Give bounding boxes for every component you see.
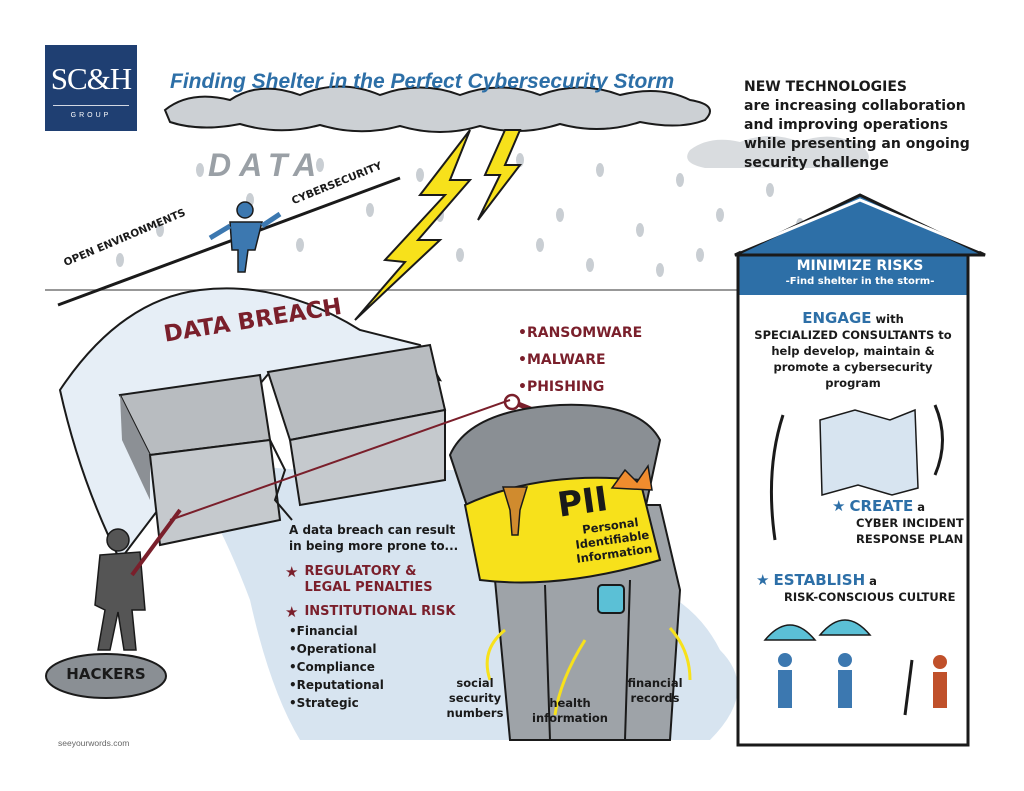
establish-word: ESTABLISH: [773, 571, 866, 589]
risk-item: •Operational: [289, 642, 377, 656]
label-social-security-numbers: social security numbers: [446, 676, 504, 720]
threats-list: •RANSOMWARE •MALWARE •PHISHING: [518, 320, 642, 401]
star-icon: ★: [756, 571, 770, 589]
label-health-information: health information: [532, 696, 608, 725]
risk-item: •Compliance: [289, 660, 375, 674]
star-icon: ★: [285, 603, 299, 621]
threat-item: •MALWARE: [518, 352, 606, 368]
house-roof: [734, 193, 986, 257]
goblet-icon: [501, 486, 529, 536]
label-financial-records: financial records: [627, 676, 683, 705]
logo-main-text: SC&H: [50, 61, 132, 96]
company-logo: SC&H GROUP: [45, 45, 137, 131]
fishing-line: [169, 399, 511, 521]
create-body: CYBER INCIDENT RESPONSE PLAN: [856, 516, 964, 546]
chest-arrows: [485, 626, 692, 716]
star-icon: ★: [832, 497, 846, 515]
threat-item: •PHISHING: [518, 379, 605, 395]
risk-item: •Financial: [289, 624, 358, 638]
engage-block: ENGAGE with SPECIALIZED CONSULTANTS to h…: [746, 310, 960, 391]
breach-result-intro: A data breach can result in being more p…: [289, 523, 459, 553]
establish-body: RISK-CONSCIOUS CULTURE: [784, 590, 956, 604]
intro-text: NEW TECHNOLOGIES are increasing collabor…: [744, 79, 970, 171]
map-icon: [819, 408, 919, 496]
breach-result-block: A data breach can result in being more p…: [285, 522, 465, 712]
regulatory-penalties: REGULATORY & LEGAL PENALTIES: [304, 564, 433, 595]
tightrope-walker: [208, 201, 282, 273]
house-frame: [736, 253, 970, 747]
lightning-bolt-left: [354, 129, 473, 321]
engage-body: SPECIALIZED CONSULTANTS to help develop,…: [754, 328, 952, 390]
padlock-icon: [597, 584, 625, 614]
logo-sub-text: GROUP: [70, 112, 112, 119]
wall-crack: [269, 439, 293, 521]
credit-text: seeyourwords.com: [58, 738, 130, 748]
engage-word: ENGAGE: [802, 309, 872, 327]
hackers-label: HACKERS: [66, 665, 146, 683]
storm-cloud: [163, 85, 711, 133]
tightrope: [57, 176, 401, 307]
people-with-umbrellas: [763, 619, 947, 716]
treasure-chest: [448, 403, 682, 741]
small-cloud: [687, 136, 869, 168]
create-word: CREATE: [849, 497, 914, 515]
star-icon: ★: [285, 563, 299, 581]
establish-block: ★ ESTABLISH a RISK-CONSCIOUS CULTURE: [756, 571, 956, 604]
minimize-risks-subtitle: -Find shelter in the storm-: [785, 276, 935, 287]
data-word: DATA: [208, 147, 325, 183]
create-block: ★ CREATE a CYBER INCIDENT RESPONSE PLAN: [832, 498, 976, 547]
threat-item: •RANSOMWARE: [518, 325, 643, 341]
risk-item: •Reputational: [289, 678, 384, 692]
lightning-bolt-right: [477, 129, 523, 221]
institutional-risk: INSTITUTIONAL RISK: [304, 604, 456, 619]
pii-title: PII: [555, 479, 611, 526]
minimize-risks-title: MINIMIZE RISKS: [796, 258, 924, 274]
hackers-badge: [45, 653, 167, 699]
crown-icon: [610, 464, 653, 491]
hacker-figure: [94, 508, 182, 651]
risk-item: •Strategic: [289, 696, 359, 710]
page-title: Finding Shelter in the Perfect Cybersecu…: [170, 70, 675, 93]
